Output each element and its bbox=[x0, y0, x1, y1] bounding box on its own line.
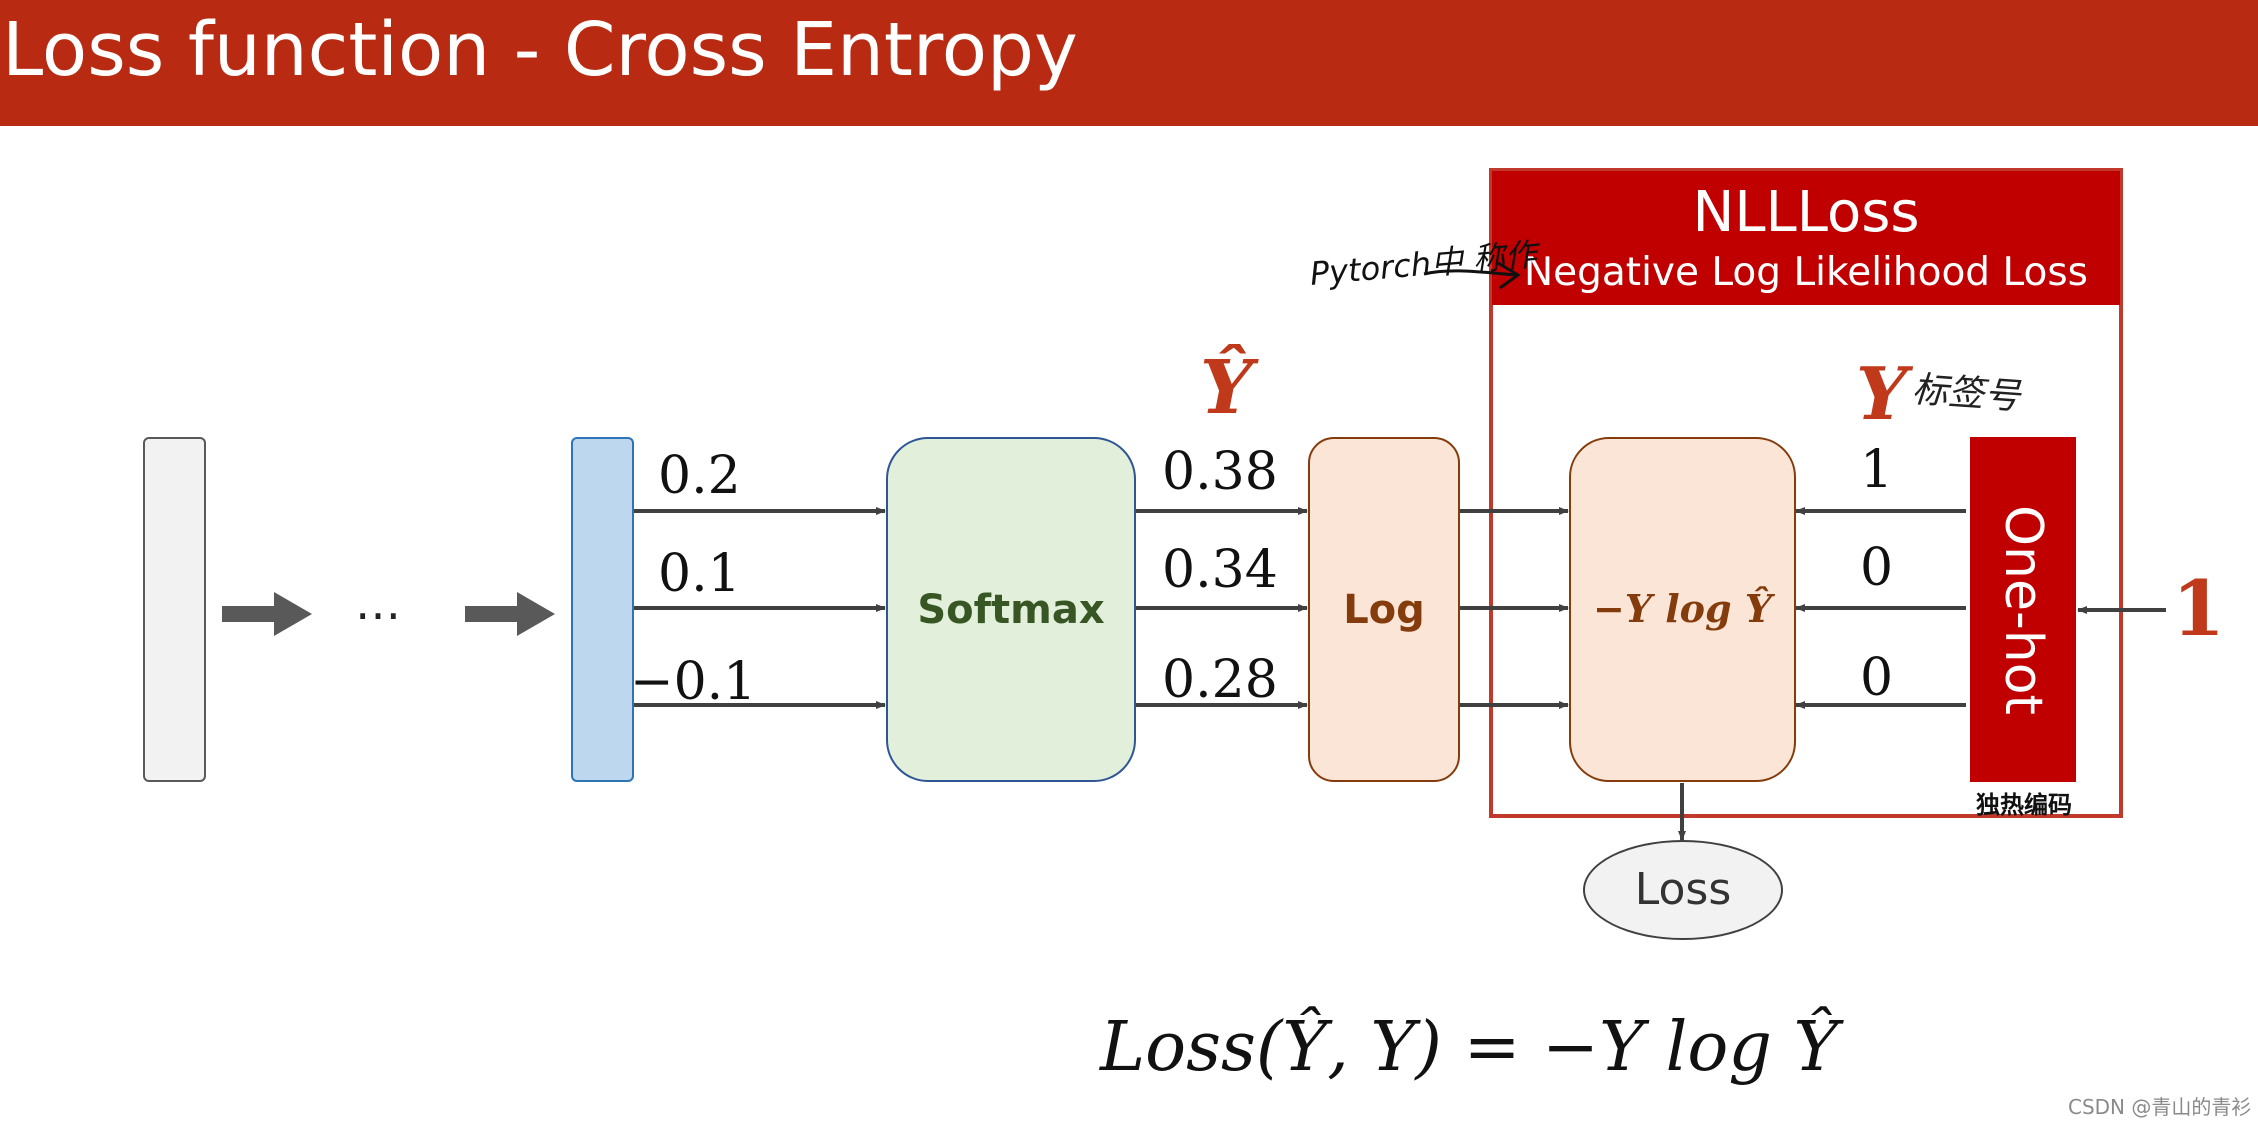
loss-equation: Loss(Ŷ, Y) = −Y log Ŷ bbox=[1100, 1008, 1839, 1087]
logit-value-2: 0.1 bbox=[658, 544, 741, 604]
input-layer-bar bbox=[143, 437, 206, 782]
y-hat-symbol: Ŷ bbox=[1200, 345, 1253, 431]
onehot-value-2: 0 bbox=[1860, 538, 1894, 598]
logit-value-1: 0.2 bbox=[658, 446, 741, 506]
label-input-value: 1 bbox=[2172, 564, 2225, 653]
nll-loss-subtitle: Negative Log Likelihood Loss bbox=[1523, 250, 2089, 295]
handwritten-label-note: 标签号 bbox=[1910, 369, 2022, 418]
nll-loss-header bbox=[1492, 171, 2120, 305]
log-label: Log bbox=[1343, 587, 1425, 633]
logit-value-3: −0.1 bbox=[630, 652, 757, 712]
title-bar bbox=[0, 0, 2258, 126]
loss-output-label: Loss bbox=[1634, 864, 1732, 915]
softmax-output-2: 0.34 bbox=[1162, 540, 1278, 600]
onehot-value-3: 0 bbox=[1860, 648, 1894, 708]
softmax-output-1: 0.38 bbox=[1162, 442, 1278, 502]
handwritten-onehot-note: 独热编码 bbox=[1976, 791, 2072, 819]
onehot-value-1: 1 bbox=[1860, 440, 1894, 500]
watermark: CSDN @青山的青衫 bbox=[2068, 1095, 2252, 1119]
y-symbol: Y bbox=[1856, 351, 1908, 436]
nll-loss-title: NLLLoss bbox=[1692, 180, 1920, 245]
nll-loss-frame bbox=[1489, 168, 2123, 818]
neg-y-log-yhat-formula: −Y log Ŷ bbox=[1593, 586, 1772, 631]
onehot-box bbox=[1970, 437, 2076, 782]
softmax-label: Softmax bbox=[917, 587, 1105, 633]
neg-y-log-yhat-box bbox=[1569, 437, 1796, 782]
hidden-layers-ellipsis: … bbox=[355, 576, 401, 630]
log-box bbox=[1308, 437, 1460, 782]
softmax-box bbox=[886, 437, 1136, 782]
logit-vector-bar bbox=[571, 437, 634, 782]
loss-output-ellipse bbox=[1583, 840, 1783, 940]
onehot-label: One-hot bbox=[1993, 505, 2053, 715]
page-title: Loss function - Cross Entropy bbox=[2, 7, 1078, 93]
softmax-output-3: 0.28 bbox=[1162, 650, 1278, 710]
